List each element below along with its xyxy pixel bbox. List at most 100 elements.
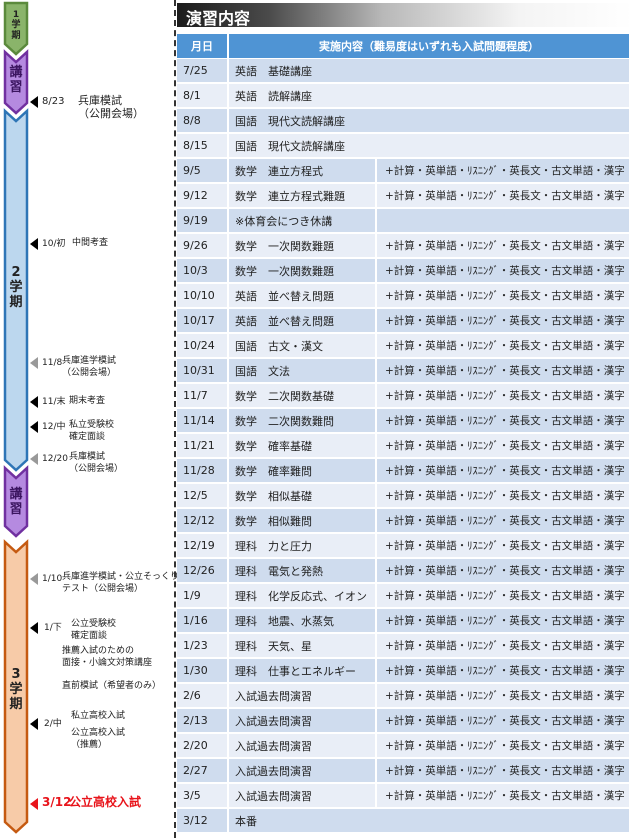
row-date: 1/23 — [177, 634, 227, 659]
row-extra: +計算・英単語・ﾘｽﾆﾝｸﾞ・英長文・古文単語・漢字 — [377, 734, 629, 759]
row-date: 3/5 — [177, 784, 227, 809]
row-extra: +計算・英単語・ﾘｽﾆﾝｸﾞ・英長文・古文単語・漢字 — [377, 484, 629, 509]
term-2-label: 2 学 期 — [9, 265, 23, 310]
row-content: 数学 相似難問 — [229, 509, 375, 534]
row-content: 数学 連立方程式 — [229, 159, 375, 184]
row-date: 2/6 — [177, 684, 227, 709]
row-extra: +計算・英単語・ﾘｽﾆﾝｸﾞ・英長文・古文単語・漢字 — [377, 334, 629, 359]
header-date: 月日 — [177, 34, 227, 59]
term-1-label: 1 学 期 — [11, 10, 21, 41]
row-content: 英語 読解講座 — [229, 84, 629, 109]
row-date: 2/13 — [177, 709, 227, 734]
row-date: 8/1 — [177, 84, 227, 109]
row-content: 理科 化学反応式、イオン — [229, 584, 375, 609]
section-title: 演習内容 — [186, 9, 251, 28]
row-content: 国語 文法 — [229, 359, 375, 384]
row-extra: +計算・英単語・ﾘｽﾆﾝｸﾞ・英長文・古文単語・漢字 — [377, 184, 629, 209]
row-content: 数学 一次関数難題 — [229, 234, 375, 259]
row-date: 9/12 — [177, 184, 227, 209]
section-title-bar: 演習内容 — [177, 3, 633, 28]
row-date: 7/25 — [177, 59, 227, 84]
row-date: 1/30 — [177, 659, 227, 684]
term-1-chevron — [3, 1, 29, 56]
event-interview-course: 推薦入試のための 面接・小論文対策講座 — [62, 646, 153, 668]
row-extra: +計算・英単語・ﾘｽﾆﾝｸﾞ・英長文・古文単語・漢字 — [377, 534, 629, 559]
row-content: 入試過去問演習 — [229, 734, 375, 759]
row-date: 10/24 — [177, 334, 227, 359]
row-content: 本番 — [229, 809, 629, 834]
row-content: 理科 電気と発熱 — [229, 559, 375, 584]
row-date: 9/26 — [177, 234, 227, 259]
row-content: 英語 並べ替え問題 — [229, 284, 375, 309]
row-date: 1/9 — [177, 584, 227, 609]
summer-session-chevron — [3, 49, 29, 115]
row-date: 11/14 — [177, 409, 227, 434]
event-pre-exam-mock: 直前模試（希望者のみ） — [62, 681, 162, 691]
row-extra: +計算・英単語・ﾘｽﾆﾝｸﾞ・英長文・古文単語・漢字 — [377, 684, 629, 709]
dashed-divider — [174, 0, 176, 838]
row-date: 10/17 — [177, 309, 227, 334]
row-extra: +計算・英単語・ﾘｽﾆﾝｸﾞ・英長文・古文単語・漢字 — [377, 259, 629, 284]
row-extra: +計算・英単語・ﾘｽﾆﾝｸﾞ・英長文・古文単語・漢字 — [377, 309, 629, 334]
row-extra: +計算・英単語・ﾘｽﾆﾝｸﾞ・英長文・古文単語・漢字 — [377, 459, 629, 484]
row-extra: +計算・英単語・ﾘｽﾆﾝｸﾞ・英長文・古文単語・漢字 — [377, 284, 629, 309]
row-extra: +計算・英単語・ﾘｽﾆﾝｸﾞ・英長文・古文単語・漢字 — [377, 434, 629, 459]
row-content: 理科 力と圧力 — [229, 534, 375, 559]
row-content: 理科 仕事とエネルギー — [229, 659, 375, 684]
row-extra: +計算・英単語・ﾘｽﾆﾝｸﾞ・英長文・古文単語・漢字 — [377, 709, 629, 734]
row-date: 12/5 — [177, 484, 227, 509]
row-date: 9/5 — [177, 159, 227, 184]
row-content: 入試過去問演習 — [229, 784, 375, 809]
row-extra: +計算・英単語・ﾘｽﾆﾝｸﾞ・英長文・古文単語・漢字 — [377, 634, 629, 659]
row-content: 国語 現代文読解講座 — [229, 134, 629, 159]
row-extra: +計算・英単語・ﾘｽﾆﾝｸﾞ・英長文・古文単語・漢字 — [377, 659, 629, 684]
term-2-chevron — [3, 108, 29, 472]
row-content: 入試過去問演習 — [229, 684, 375, 709]
row-date: 10/10 — [177, 284, 227, 309]
row-extra: +計算・英単語・ﾘｽﾆﾝｸﾞ・英長文・古文単語・漢字 — [377, 584, 629, 609]
row-date: 8/8 — [177, 109, 227, 134]
row-content: 英語 並べ替え問題 — [229, 309, 375, 334]
row-date: 9/19 — [177, 209, 227, 234]
term-timeline — [3, 1, 29, 834]
row-content: 数学 相似基礎 — [229, 484, 375, 509]
row-date: 12/19 — [177, 534, 227, 559]
row-extra: +計算・英単語・ﾘｽﾆﾝｸﾞ・英長文・古文単語・漢字 — [377, 559, 629, 584]
table-row: 9/19※体育会につき休講 — [177, 209, 629, 234]
row-content: 数学 確率基礎 — [229, 434, 375, 459]
row-content: 国語 古文・漢文 — [229, 334, 375, 359]
row-date: 1/16 — [177, 609, 227, 634]
row-content: 数学 確率難問 — [229, 459, 375, 484]
row-date: 12/26 — [177, 559, 227, 584]
row-date: 10/3 — [177, 259, 227, 284]
row-extra: +計算・英単語・ﾘｽﾆﾝｸﾞ・英長文・古文単語・漢字 — [377, 234, 629, 259]
row-extra: +計算・英単語・ﾘｽﾆﾝｸﾞ・英長文・古文単語・漢字 — [377, 759, 629, 784]
row-content: 国語 現代文読解講座 — [229, 109, 629, 134]
row-extra: +計算・英単語・ﾘｽﾆﾝｸﾞ・英長文・古文単語・漢字 — [377, 384, 629, 409]
row-extra: +計算・英単語・ﾘｽﾆﾝｸﾞ・英長文・古文単語・漢字 — [377, 159, 629, 184]
winter-session-chevron — [3, 465, 29, 538]
row-extra: +計算・英単語・ﾘｽﾆﾝｸﾞ・英長文・古文単語・漢字 — [377, 409, 629, 434]
row-content: 入試過去問演習 — [229, 709, 375, 734]
row-date: 11/7 — [177, 384, 227, 409]
row-content: 理科 天気、星 — [229, 634, 375, 659]
